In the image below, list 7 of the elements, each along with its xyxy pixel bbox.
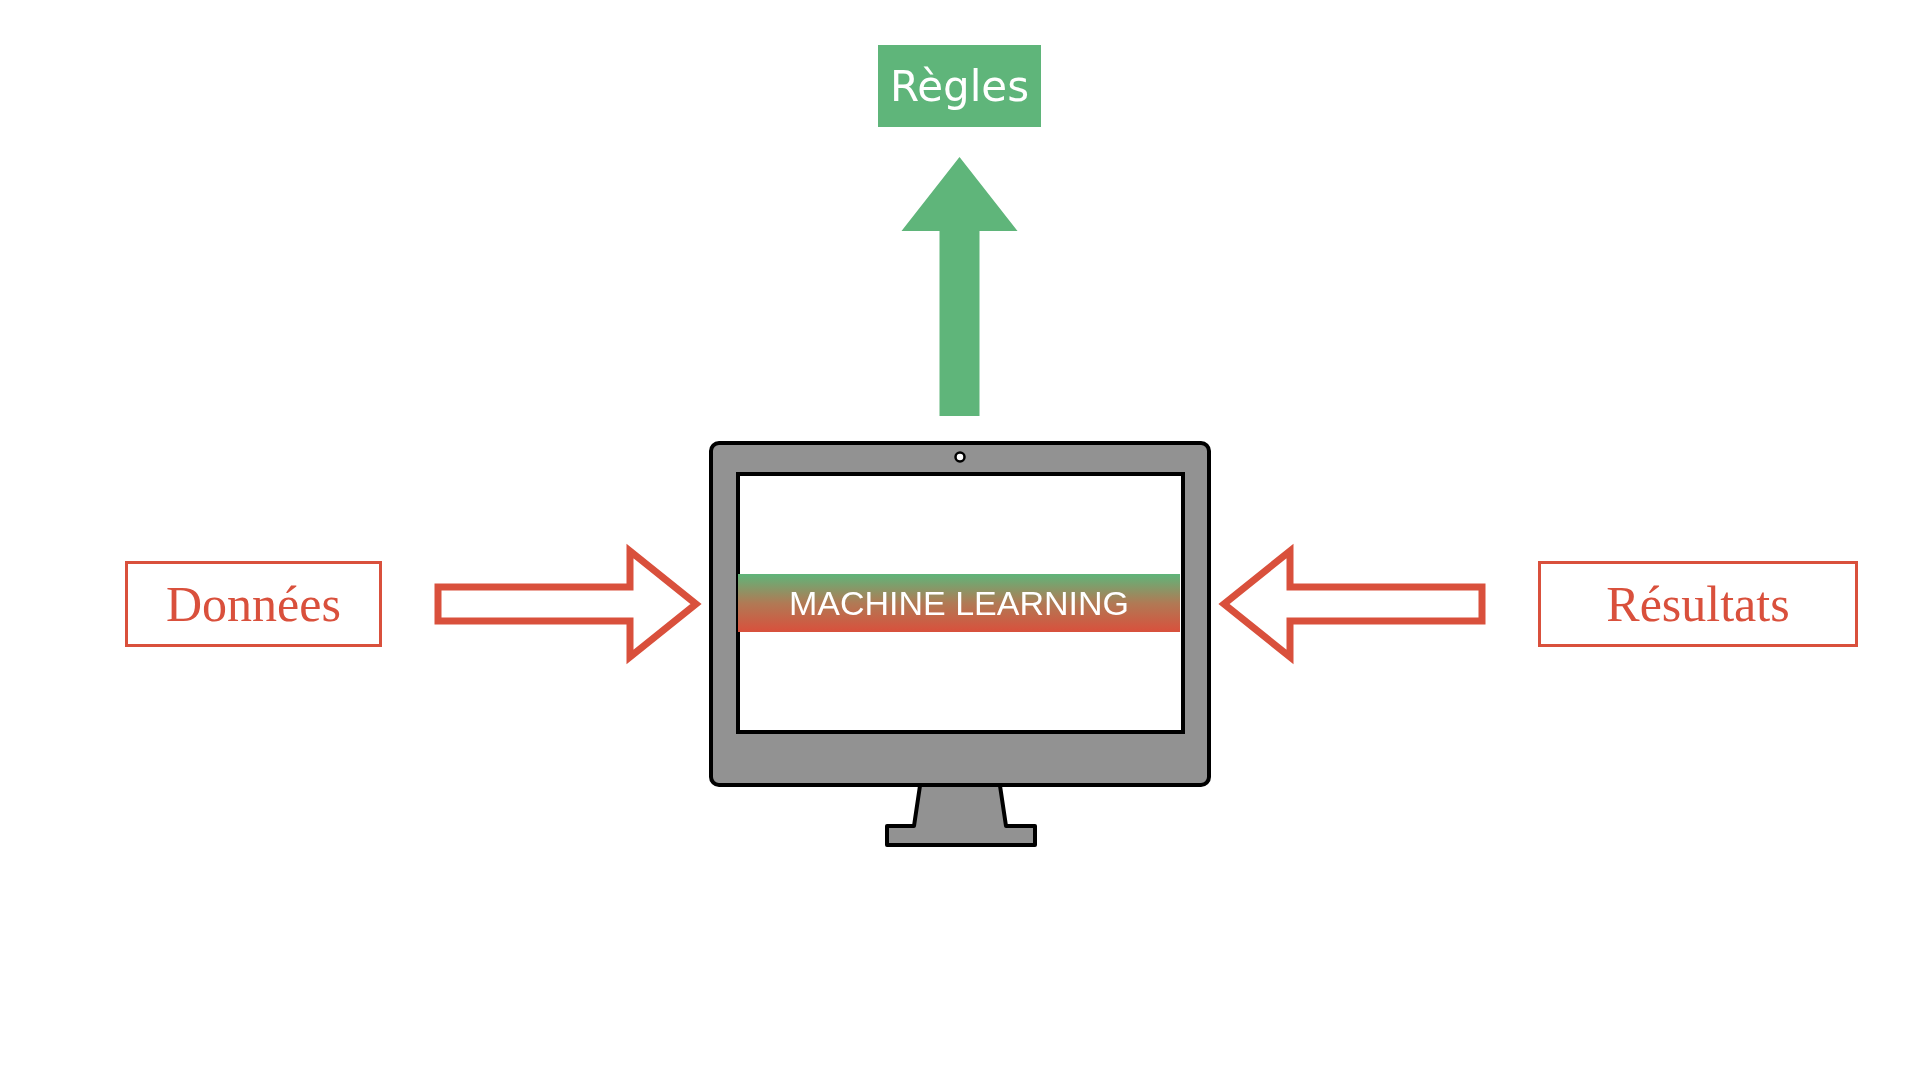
input-box: Résultats <box>1538 561 1858 647</box>
output-box: Règles <box>878 45 1041 127</box>
block-arrow <box>901 157 1018 416</box>
label-banner: MACHINE LEARNING <box>738 574 1180 632</box>
block-arrow <box>434 543 702 665</box>
block-arrow <box>1218 543 1486 665</box>
input-box: Données <box>125 561 382 647</box>
